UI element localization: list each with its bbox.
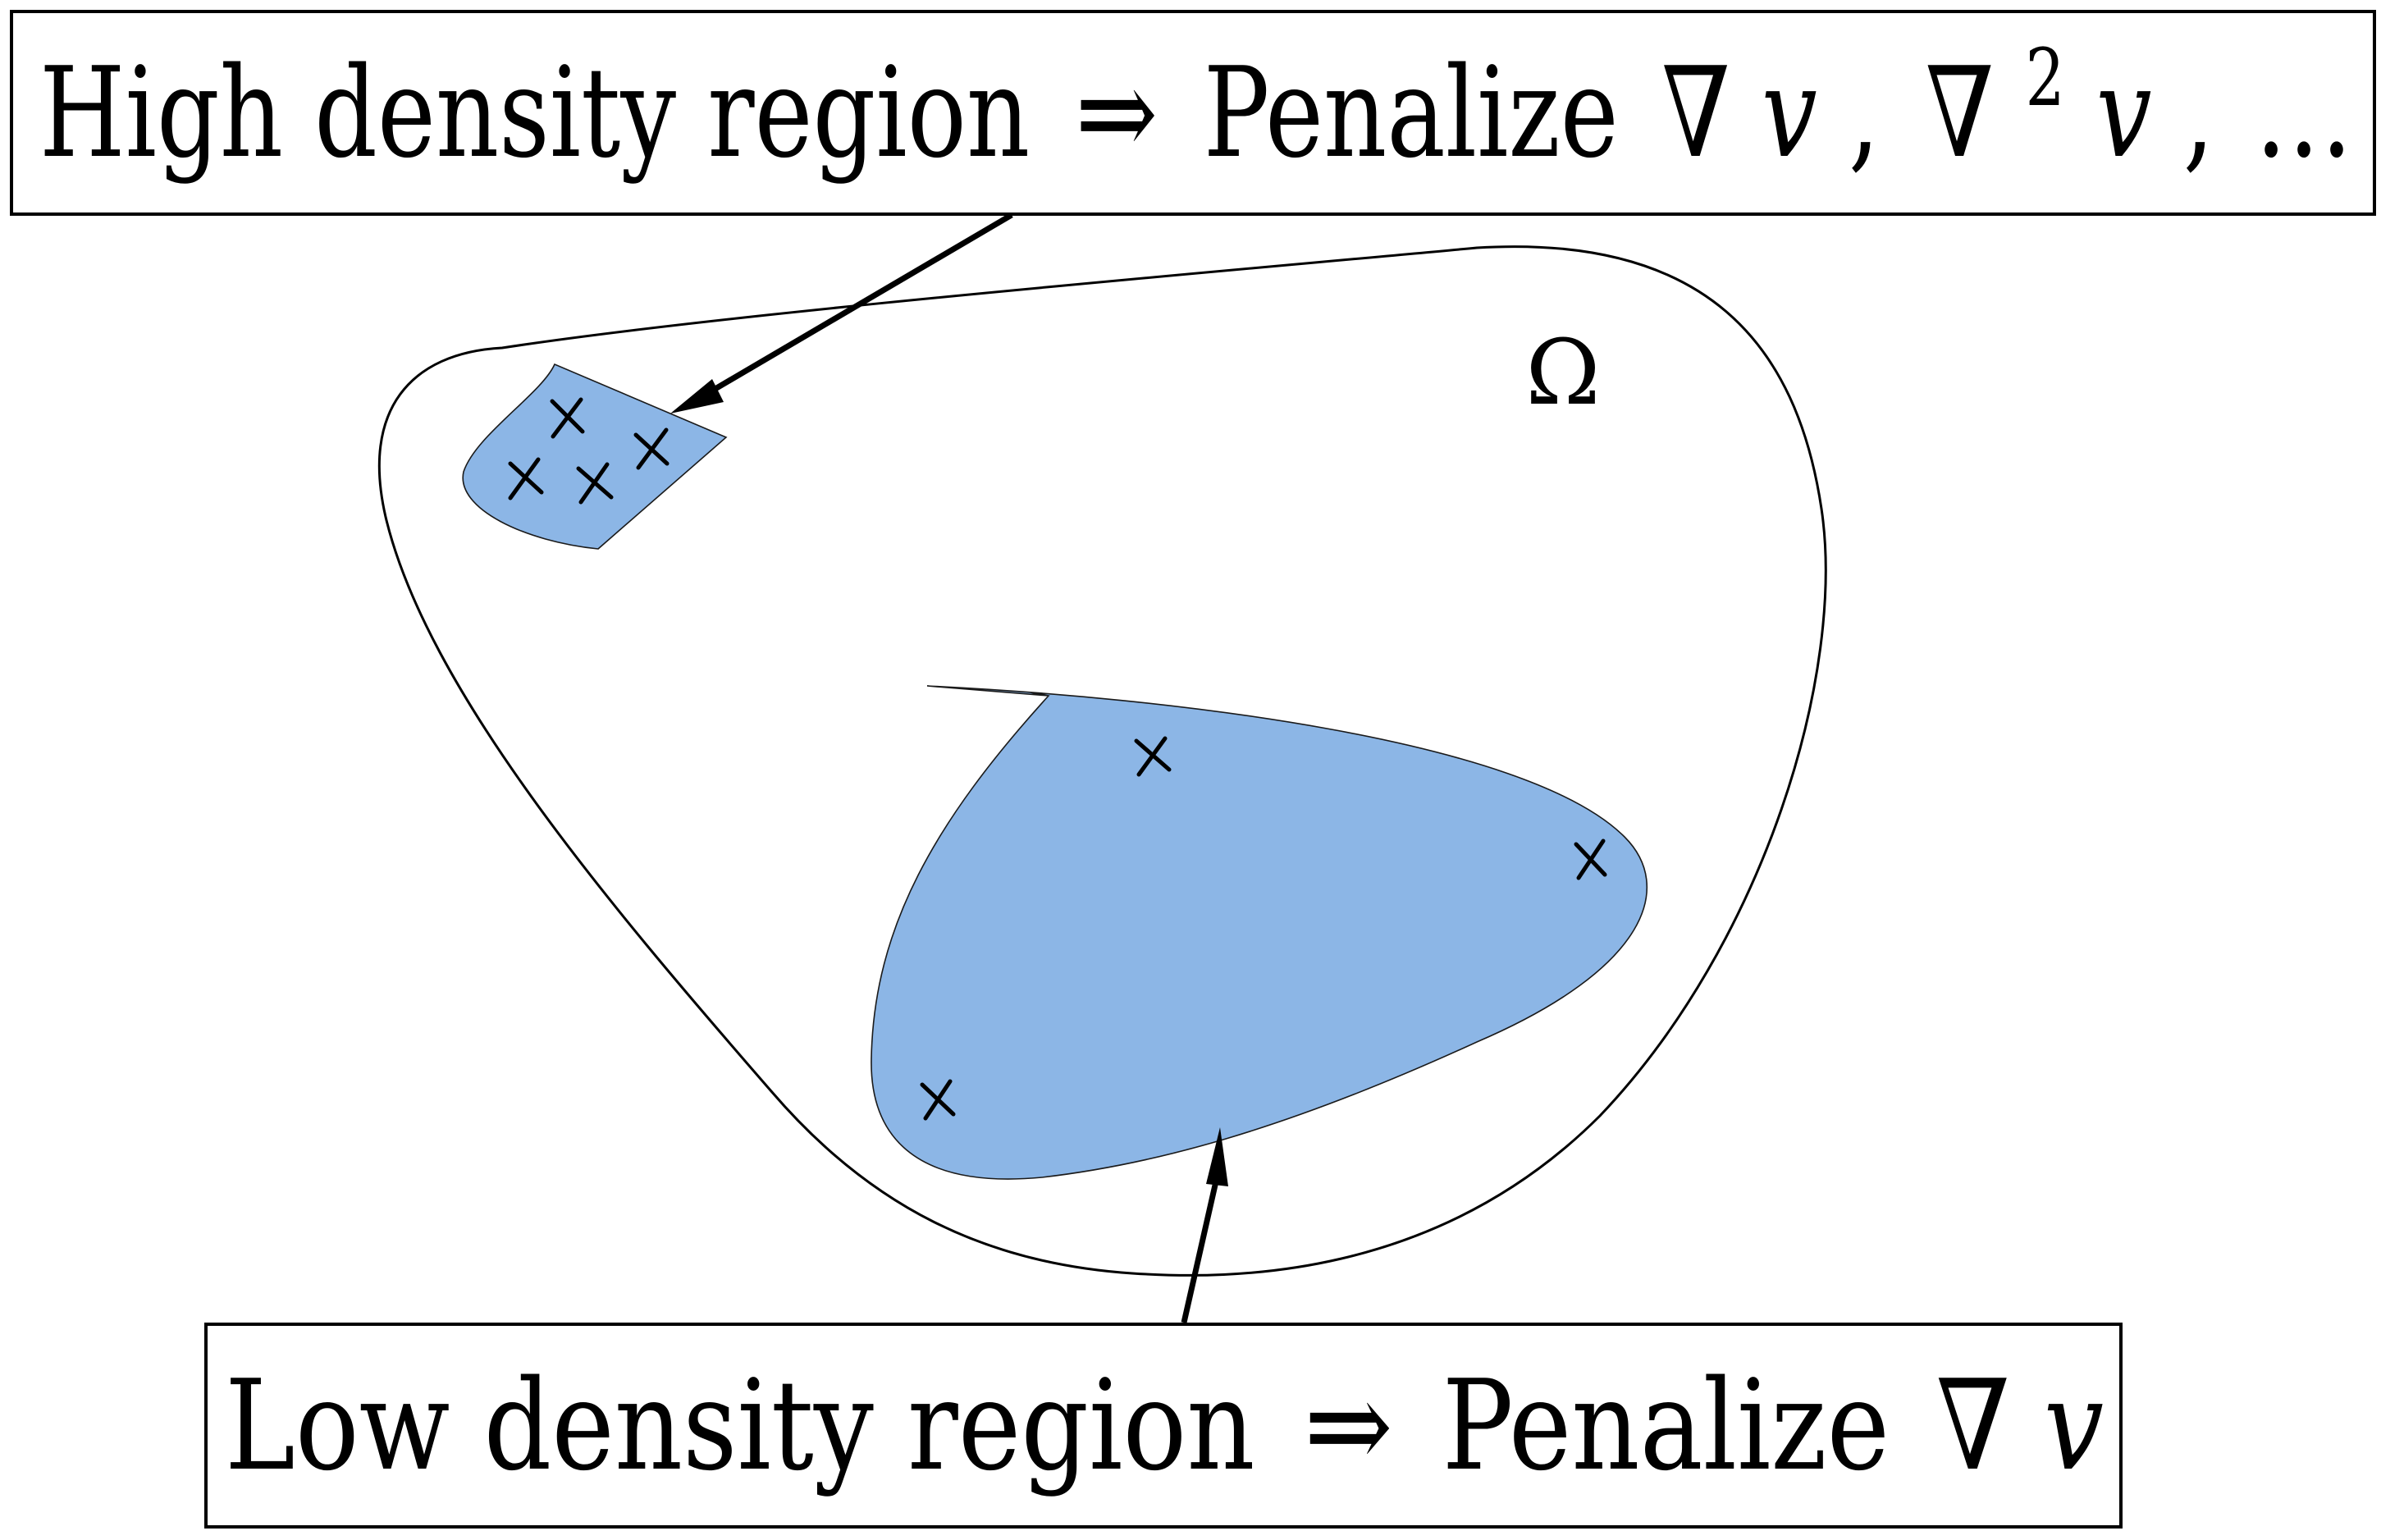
comma-separator: , <box>2183 40 2214 185</box>
nabla-symbol: ∇ <box>1936 1353 2010 1498</box>
implies-symbol: ⇒ <box>1304 1353 1392 1498</box>
sample-cross-icon <box>1574 839 1607 880</box>
svg-text:High density region ⇒: High density region ⇒ Penalize ∇ v , ∇ 2… <box>39 0 2353 185</box>
high-density-label-text: High density region <box>39 40 1030 185</box>
high-density-samples <box>508 397 670 505</box>
low-density-label-box: Low density region ⇒ Penalize ∇ v <box>204 1323 2123 1529</box>
sample-cross-icon <box>1134 736 1172 777</box>
penalize-text: Penalize <box>1204 40 1619 185</box>
domain-omega-symbol: Ω <box>1525 320 1600 425</box>
high-density-label-box: High density region ⇒ Penalize ∇ v , ∇ 2… <box>10 0 2376 216</box>
sample-cross-icon <box>508 457 544 500</box>
sample-cross-icon <box>920 1079 956 1121</box>
variable-v: v <box>2096 40 2152 185</box>
high-density-arrow-icon <box>670 212 1013 414</box>
nabla-symbol: ∇ <box>1661 40 1730 185</box>
sample-cross-icon <box>576 462 614 505</box>
variable-v: v <box>2044 1353 2104 1498</box>
low-density-label-text: Low density region <box>225 1353 1255 1498</box>
implies-symbol: ⇒ <box>1076 40 1159 185</box>
high-density-region <box>462 363 728 550</box>
svg-text:Low density region ⇒: Low density region ⇒ Penalize ∇ v <box>225 1353 2104 1498</box>
variable-v: v <box>1762 40 1817 185</box>
low-density-region <box>871 685 1648 1180</box>
low-density-arrow-icon <box>1181 1127 1228 1323</box>
penalize-text: Penalize <box>1442 1353 1890 1498</box>
low-density-samples <box>920 736 1607 1121</box>
domain-omega-boundary <box>377 245 1827 1277</box>
ellipsis: … <box>2255 40 2353 185</box>
nabla-symbol: ∇ <box>1926 40 1995 185</box>
exponent-two: 2 <box>2025 32 2064 124</box>
comma-separator: , <box>1849 40 1880 185</box>
sample-cross-icon <box>550 397 585 439</box>
sample-cross-icon <box>633 427 670 470</box>
